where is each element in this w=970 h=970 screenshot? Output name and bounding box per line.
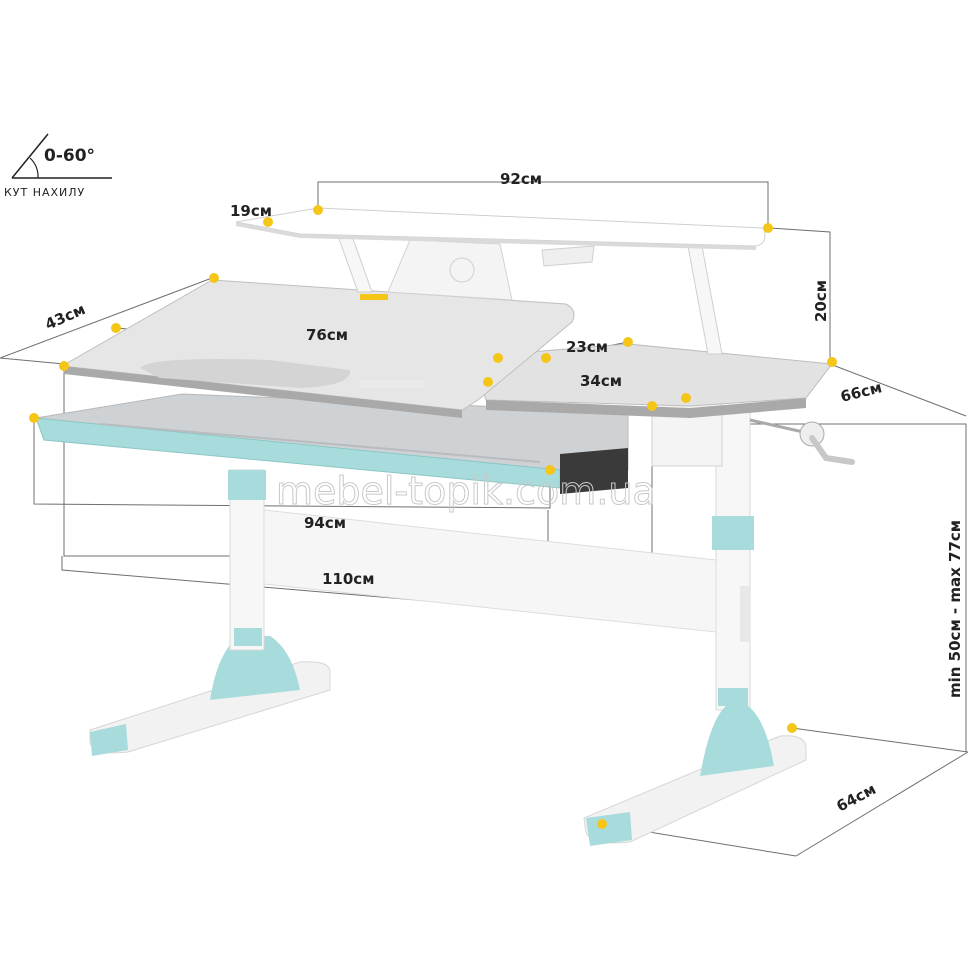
- desktop: [60, 279, 833, 418]
- marker-dot: [827, 357, 837, 367]
- marker-dot: [59, 361, 69, 371]
- tilt-angle-indicator: 0-60° КУТ НАХИЛУ: [0, 128, 130, 208]
- shelf-height-label: 20см: [812, 280, 830, 322]
- marker-dot: [787, 723, 797, 733]
- shelf-depth-label: 19см: [230, 202, 272, 220]
- tilt-angle-caption: КУТ НАХИЛУ: [4, 186, 86, 199]
- tilt-angle-value: 0-60°: [44, 146, 96, 166]
- marker-dot: [763, 223, 773, 233]
- shelf-width-label: 92см: [500, 170, 542, 188]
- fixed-top-depth-label: 23см: [566, 338, 608, 356]
- marker-dot: [545, 465, 555, 475]
- marker-dot: [209, 273, 219, 283]
- height-range-label: min 50см - max 77см: [946, 520, 964, 698]
- drawer: [35, 393, 629, 494]
- measure-markers: [29, 205, 837, 829]
- marker-dot: [623, 337, 633, 347]
- marker-dot: [493, 353, 503, 363]
- fixed-top-width-label: 34см: [580, 372, 622, 390]
- marker-dot: [313, 205, 323, 215]
- marker-dot: [483, 377, 493, 387]
- site-watermark: mebel-topik.com.ua: [276, 469, 656, 513]
- angle-icon: [11, 133, 112, 179]
- marker-dot: [597, 819, 607, 829]
- tilt-top-depth-label: 43см: [42, 300, 88, 334]
- marker-dot: [681, 393, 691, 403]
- marker-dot: [29, 413, 39, 423]
- marker-dot: [647, 401, 657, 411]
- shelf: [235, 207, 766, 355]
- desk-width-label: 110см: [322, 570, 374, 588]
- drawer-width-label: 94см: [304, 514, 346, 532]
- tilt-top-width-label: 76см: [306, 326, 348, 344]
- marker-dot: [263, 217, 273, 227]
- marker-dot: [111, 323, 121, 333]
- marker-dot: [541, 353, 551, 363]
- desk-depth-label: 66см: [839, 378, 884, 406]
